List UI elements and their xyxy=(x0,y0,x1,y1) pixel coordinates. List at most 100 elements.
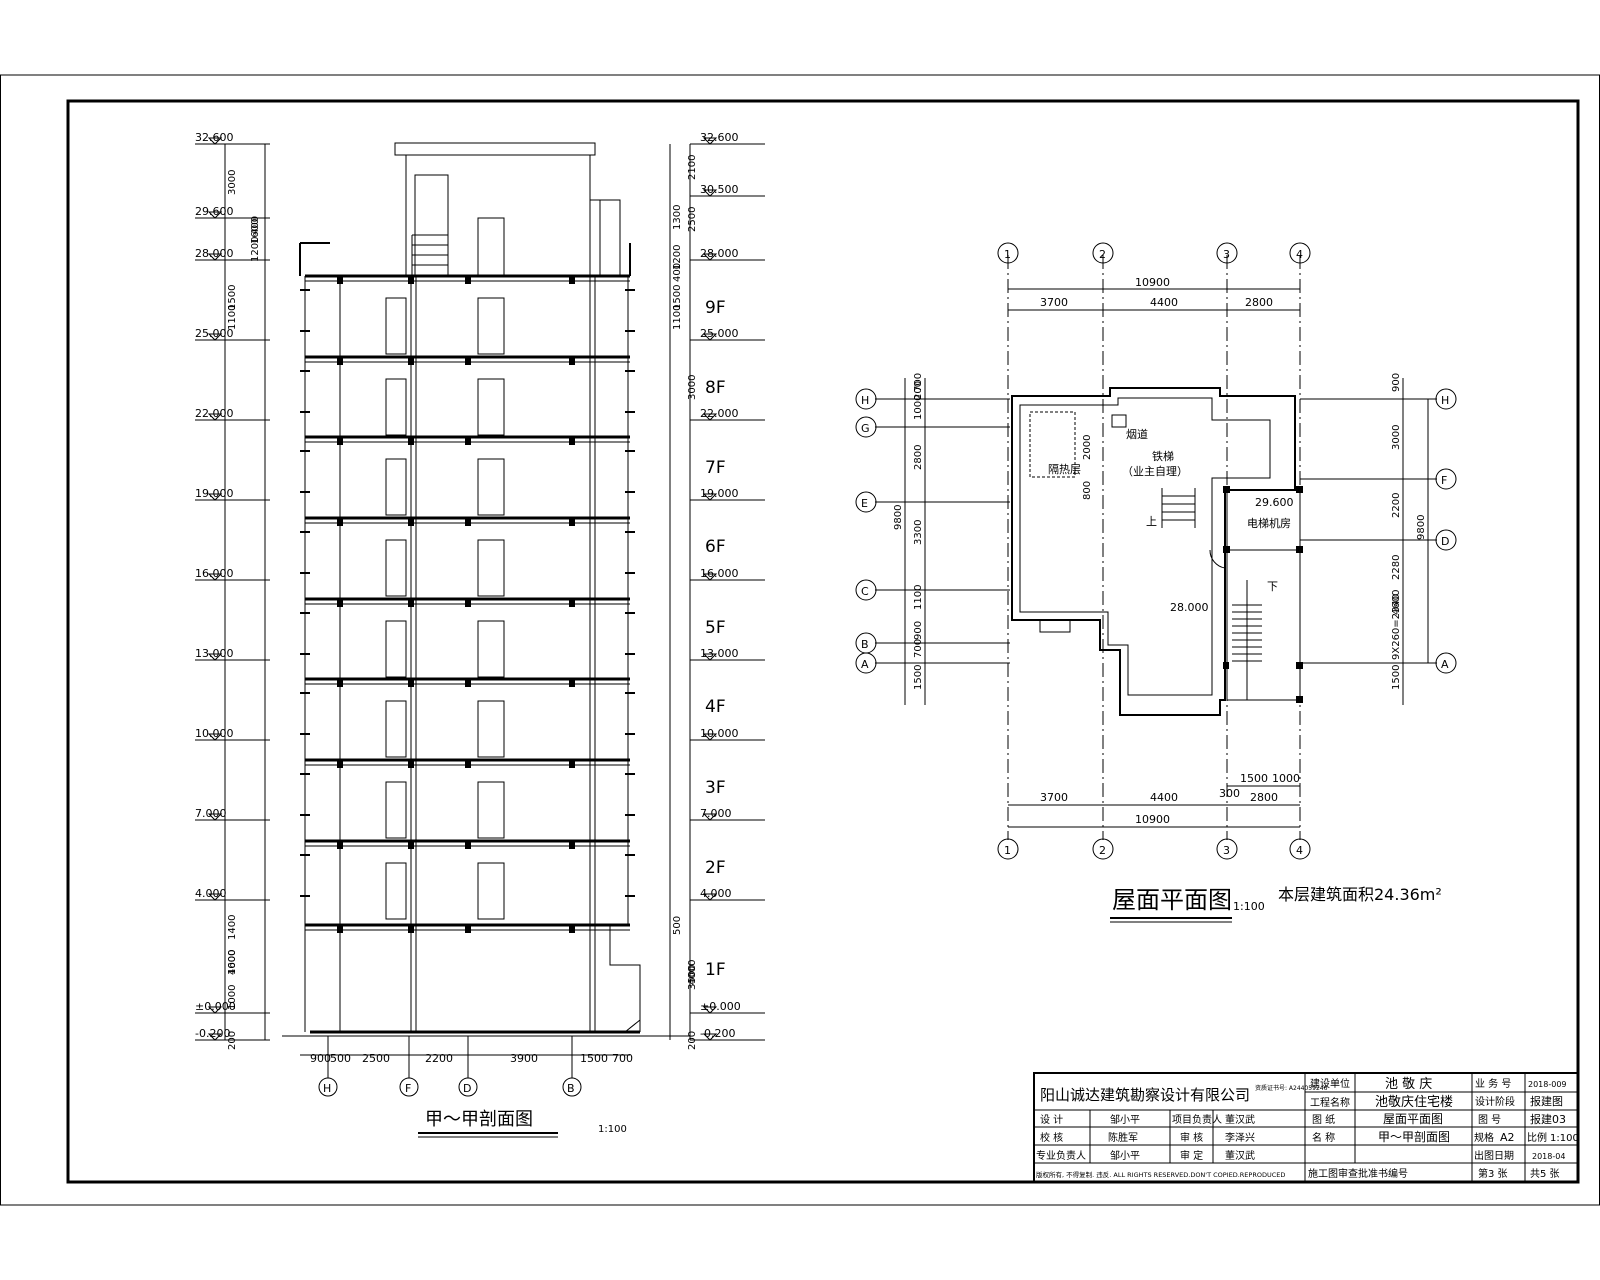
axis-bubble xyxy=(1092,838,1114,860)
door-left xyxy=(385,620,407,678)
axis-label-b: B xyxy=(567,1082,575,1095)
row-axis-label: B xyxy=(861,638,869,651)
dim: 1500 xyxy=(580,1052,608,1065)
floor-label: 6F xyxy=(705,537,726,557)
dim-text: 1000 xyxy=(913,395,924,420)
roof-cap xyxy=(394,142,596,156)
checker: 陈胜军 xyxy=(1108,1131,1138,1144)
beam xyxy=(337,925,343,933)
sheet-total: 共5 张 xyxy=(1530,1168,1560,1180)
biz-label: 业 务 号 xyxy=(1475,1077,1511,1090)
stair-tower xyxy=(405,154,591,277)
beam xyxy=(408,599,414,607)
axis-1-bottom: 1 xyxy=(1004,844,1011,857)
floor-label: 5F xyxy=(705,618,726,638)
tower-window xyxy=(477,217,505,276)
row-axis-label: A xyxy=(1441,658,1449,671)
parapet xyxy=(299,242,631,276)
level-label: -0.200 xyxy=(195,1027,230,1040)
level-triangle xyxy=(702,137,718,145)
level-label: 32.600 xyxy=(195,131,234,144)
level-triangle xyxy=(702,333,718,341)
client-label: 建设单位 xyxy=(1310,1077,1350,1090)
beam xyxy=(465,925,471,933)
dim-text: 2280 xyxy=(1391,555,1402,580)
beam xyxy=(408,925,414,933)
level-label: 32.600 xyxy=(700,131,739,144)
chimney-label: 烟道 xyxy=(1126,427,1148,441)
parapet-inner xyxy=(1019,397,1271,696)
level-label: -0.200 xyxy=(700,1027,735,1040)
beam xyxy=(465,760,471,768)
beam xyxy=(465,518,471,526)
level-label: 28.000 xyxy=(700,247,739,260)
pm-label: 项目负责人 xyxy=(1172,1113,1222,1126)
dim-text: 4600 xyxy=(1391,590,1402,615)
dim-total: 9800 xyxy=(893,505,904,530)
door-left xyxy=(385,297,407,355)
dim-text: 2200 xyxy=(1391,493,1402,518)
plan-scale: 1:100 xyxy=(1233,900,1265,913)
area-note: 本层建筑面积24.36m² xyxy=(1278,885,1442,904)
level-label: 28.000 xyxy=(195,247,234,260)
floor-label: 2F xyxy=(705,858,726,878)
section-scale: 1:100 xyxy=(598,1124,627,1135)
beam xyxy=(337,599,343,607)
level-triangle xyxy=(207,493,223,501)
level-triangle xyxy=(207,813,223,821)
dim: 500 xyxy=(330,1052,351,1065)
dim-text: 3000 xyxy=(687,375,698,400)
axis-bubble xyxy=(1289,242,1311,264)
level-triangle xyxy=(702,413,718,421)
dim-text: 1600 xyxy=(250,219,261,244)
size: A2 xyxy=(1500,1131,1515,1144)
dim-text: 1500 xyxy=(1391,665,1402,690)
prof-label: 专业负责人 xyxy=(1036,1149,1086,1162)
level-triangle xyxy=(702,253,718,261)
axis-label-d: D xyxy=(463,1082,471,1095)
section-title: 甲～甲剖面图 xyxy=(425,1109,533,1130)
drawing-label: 图 纸 xyxy=(1312,1113,1335,1126)
axis-bubble xyxy=(1216,838,1238,860)
designer: 邹小平 xyxy=(1110,1113,1140,1126)
axis-4-top: 4 xyxy=(1296,248,1303,261)
floor-label: 9F xyxy=(705,298,726,318)
door-swing xyxy=(1209,549,1226,569)
level-label: 22.000 xyxy=(700,407,739,420)
axis-label-h: H xyxy=(323,1082,331,1095)
axis-1-top: 1 xyxy=(1004,248,1011,261)
ladder-label: 铁梯 xyxy=(1152,450,1174,463)
level-label: 16.000 xyxy=(700,567,739,580)
dim-text: 1200 xyxy=(250,237,261,262)
dim-text: 700 xyxy=(913,639,924,658)
dim-text: 1300 xyxy=(672,205,683,230)
client: 池 敬 庆 xyxy=(1385,1076,1432,1092)
date: 2018-04 xyxy=(1532,1152,1565,1161)
axis-3-top: 3 xyxy=(1223,248,1230,261)
dim-2000: 2000 xyxy=(1082,435,1093,460)
dim-text: 200 xyxy=(227,1031,238,1050)
axis-bubble xyxy=(855,416,877,438)
beam xyxy=(337,357,343,365)
beam xyxy=(569,599,575,607)
top-dim: 3700 xyxy=(1040,296,1068,309)
level-triangle xyxy=(207,893,223,901)
level-triangle xyxy=(207,137,223,145)
beam xyxy=(408,357,414,365)
tower-stair xyxy=(411,234,448,276)
axis-bubble xyxy=(997,838,1019,860)
beam xyxy=(569,518,575,526)
pm: 董汉武 xyxy=(1225,1113,1255,1126)
dim-text: 2100 xyxy=(687,155,698,180)
axis-bubble xyxy=(1435,388,1457,410)
prof: 邹小平 xyxy=(1110,1149,1140,1162)
dim-text: 3000 xyxy=(227,170,238,195)
dim-text: 200 xyxy=(913,381,924,400)
machine-room-label: 电梯机房 xyxy=(1247,516,1291,530)
roof-plan: 1 2 3 4 1 2 3 4 10900 3700 4400 2800 370… xyxy=(855,242,1457,923)
level-label: 19.000 xyxy=(195,487,234,500)
floor-slabs xyxy=(300,274,635,933)
dim-text: 1500 xyxy=(227,285,238,310)
beam xyxy=(569,357,575,365)
